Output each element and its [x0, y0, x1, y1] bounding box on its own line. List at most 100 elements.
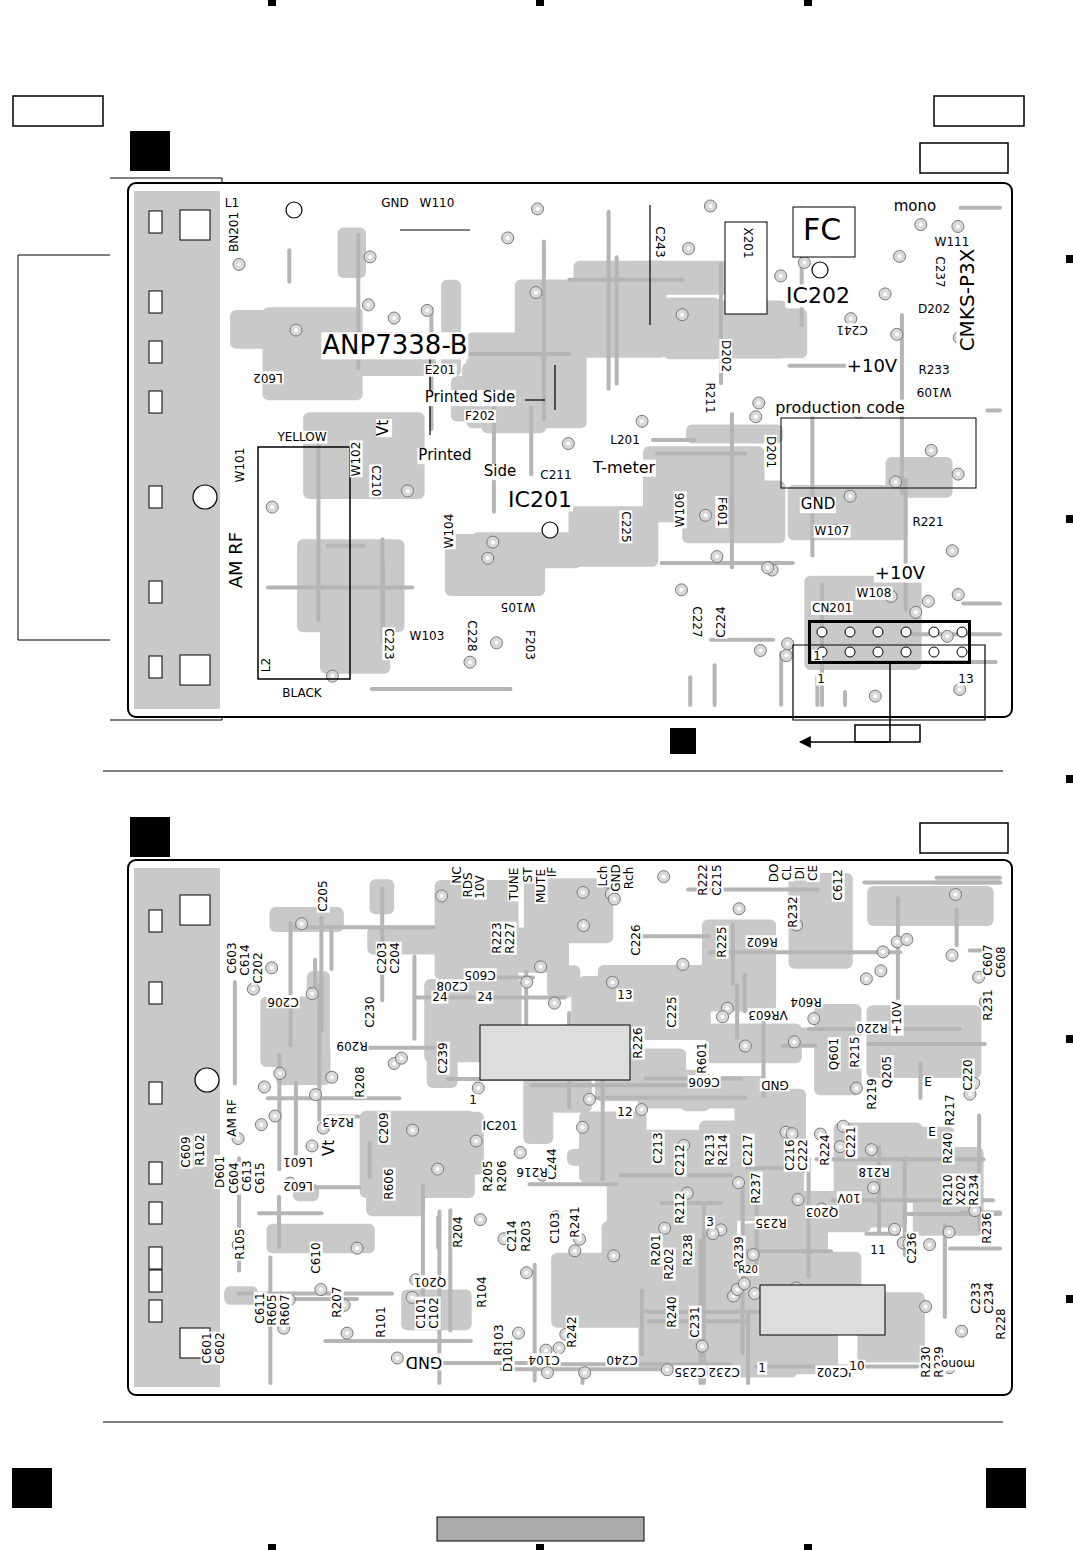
- part-label: 1: [757, 1362, 767, 1375]
- tick: [268, 0, 276, 6]
- index-mark: [130, 817, 170, 857]
- part-label: R232: [787, 895, 800, 928]
- part-label: R240: [942, 1131, 955, 1164]
- part-label: AM RF: [227, 531, 246, 589]
- part-label: C607: [982, 943, 995, 976]
- pin-pad: [845, 647, 855, 657]
- part-label: GND: [405, 1354, 444, 1371]
- jumper-line: [400, 229, 470, 230]
- part-label: F601: [716, 496, 729, 528]
- part-label: W109: [916, 386, 953, 399]
- part-label: C603: [226, 941, 239, 974]
- part-label: C232: [707, 1366, 740, 1379]
- part-label: C223: [383, 627, 396, 660]
- part-label: Q205: [881, 1055, 894, 1089]
- part-label: L601: [282, 1156, 314, 1169]
- part-label: D202: [720, 339, 733, 373]
- part-label: R223: [491, 921, 504, 954]
- part-label: C243: [654, 225, 667, 258]
- part-label: C225: [620, 510, 633, 543]
- part-label: R216: [515, 1166, 548, 1179]
- part-label: C611: [254, 1291, 267, 1324]
- part-label: W105: [500, 601, 537, 614]
- separator: [103, 770, 1003, 771]
- part-label: R602: [745, 936, 778, 949]
- page-box: [920, 823, 1008, 853]
- part-label: IC201: [482, 1120, 519, 1133]
- part-label: 1: [812, 650, 822, 663]
- page-box: [920, 143, 1008, 173]
- part-label: C614: [239, 943, 252, 976]
- pin-pad: [901, 627, 911, 637]
- part-label: L2: [260, 657, 273, 673]
- part-label: 10: [848, 1360, 865, 1373]
- index-mark: [130, 131, 170, 171]
- part-label: R101: [375, 1305, 388, 1338]
- pin-pad: [957, 627, 967, 637]
- pcb-art: [12, 0, 1073, 1550]
- part-label: ST: [522, 867, 535, 884]
- separator: [103, 1421, 1003, 1422]
- part-label: C240: [605, 1354, 638, 1367]
- part-label: Vt: [322, 1139, 338, 1157]
- bottom-board: [128, 860, 1012, 1395]
- connector-box: CN201: [808, 620, 971, 664]
- part-label: 3: [705, 1216, 715, 1229]
- part-label: CE: [807, 864, 820, 882]
- part-label: R607: [279, 1293, 292, 1326]
- part-label: 11: [869, 1244, 886, 1257]
- part-label: C234: [983, 1281, 996, 1314]
- part-label: GND: [610, 863, 623, 893]
- part-label: R601: [696, 1041, 709, 1074]
- part-label: L602: [252, 372, 284, 385]
- part-label: W108: [856, 587, 893, 600]
- part-label: Vt: [376, 419, 392, 437]
- part-label: IC202: [816, 1366, 853, 1379]
- part-label: 12: [616, 1106, 633, 1119]
- part-label: C602: [214, 1331, 227, 1364]
- top-board: [128, 183, 1012, 717]
- part-label: R228: [995, 1307, 1008, 1340]
- part-label: T-meter: [592, 460, 656, 477]
- part-label: R233: [917, 364, 950, 377]
- part-label: C237: [934, 255, 947, 288]
- part-label: C214: [506, 1219, 519, 1252]
- part-label: C615: [254, 1161, 267, 1194]
- part-label: W110: [419, 197, 456, 210]
- part-label: R604: [789, 996, 822, 1009]
- part-label: R217: [944, 1093, 957, 1126]
- part-label: R219: [866, 1077, 879, 1110]
- part-label: R231: [982, 988, 995, 1021]
- part-label: IF: [546, 866, 559, 878]
- part-label: R230: [920, 1345, 933, 1378]
- part-label: C606: [687, 1076, 720, 1089]
- connector-outline: [793, 645, 985, 720]
- tick: [536, 0, 544, 6]
- part-label: FC: [802, 214, 842, 246]
- part-label: E: [923, 1076, 933, 1089]
- part-label: C206: [266, 996, 299, 1009]
- tick: [536, 1544, 544, 1550]
- part-label: GND: [760, 1079, 790, 1092]
- part-label: R102: [194, 1133, 207, 1166]
- part-label: YELLOW: [276, 431, 327, 444]
- page-box: [13, 96, 103, 126]
- part-label: C601: [201, 1331, 214, 1364]
- part-label: GND: [800, 497, 836, 513]
- ic-outline: [480, 1025, 630, 1080]
- part-label: C609: [180, 1135, 193, 1168]
- part-label: C604: [228, 1161, 241, 1194]
- part-label: 13: [616, 989, 633, 1002]
- part-label: 10V: [474, 874, 487, 899]
- part-label: C212: [674, 1143, 687, 1176]
- part-label: C204: [389, 941, 402, 974]
- part-label: IC201: [507, 488, 573, 511]
- part-label: R205: [482, 1159, 495, 1192]
- hole: [193, 485, 217, 509]
- part-label: W111: [934, 236, 971, 249]
- pin-pad: [873, 647, 883, 657]
- part-label: C235: [673, 1366, 706, 1379]
- tick: [1066, 515, 1073, 523]
- part-label: R204: [452, 1215, 465, 1248]
- pin-pad: [929, 627, 939, 637]
